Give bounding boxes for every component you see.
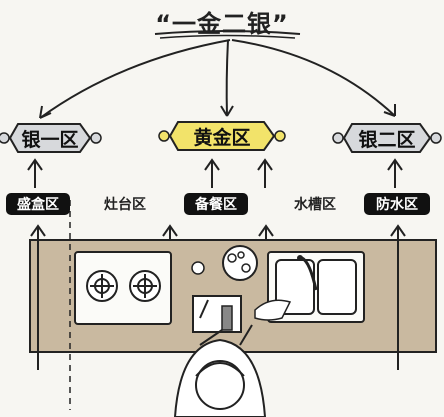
- plaque-silver-one-label: 银一区: [21, 128, 79, 151]
- plaque-silver-two: 银二区: [344, 118, 430, 158]
- cutting-board-icon: [192, 295, 242, 333]
- faucet-icon: [297, 255, 318, 291]
- plaque-silver-one: 银一区: [10, 118, 90, 158]
- bowl-icon: [191, 245, 258, 281]
- plaque-gold: 黄金区: [170, 116, 274, 156]
- zone-dividers: [69, 200, 71, 410]
- plaque-gold-label: 黄金区: [193, 126, 251, 149]
- left-plaque-shape: [0, 123, 102, 153]
- stove-icon: [74, 251, 172, 325]
- center-plaque-shape: [158, 121, 286, 151]
- person-icon: [173, 324, 267, 417]
- arrow-to-left-plaque: [39, 39, 231, 119]
- zone-label-waterproof: 防水区: [364, 193, 430, 215]
- zone-label-sink: 水槽区: [294, 197, 336, 213]
- arrow-to-right-plaque: [231, 39, 396, 117]
- zone-arrows: [27, 158, 403, 188]
- right-plaque-shape: [332, 123, 442, 153]
- zone-label-storage: 盛盒区: [6, 193, 70, 215]
- counter-arrows: [30, 224, 406, 370]
- zone-label-prep: 备餐区: [184, 193, 248, 215]
- title-underline: [154, 30, 301, 35]
- plaque-silver-two-label: 银二区: [358, 128, 416, 151]
- arrow-to-center-plaque: [220, 39, 234, 117]
- zone-label-stove: 灶台区: [104, 197, 146, 213]
- hand-icon: [254, 299, 292, 321]
